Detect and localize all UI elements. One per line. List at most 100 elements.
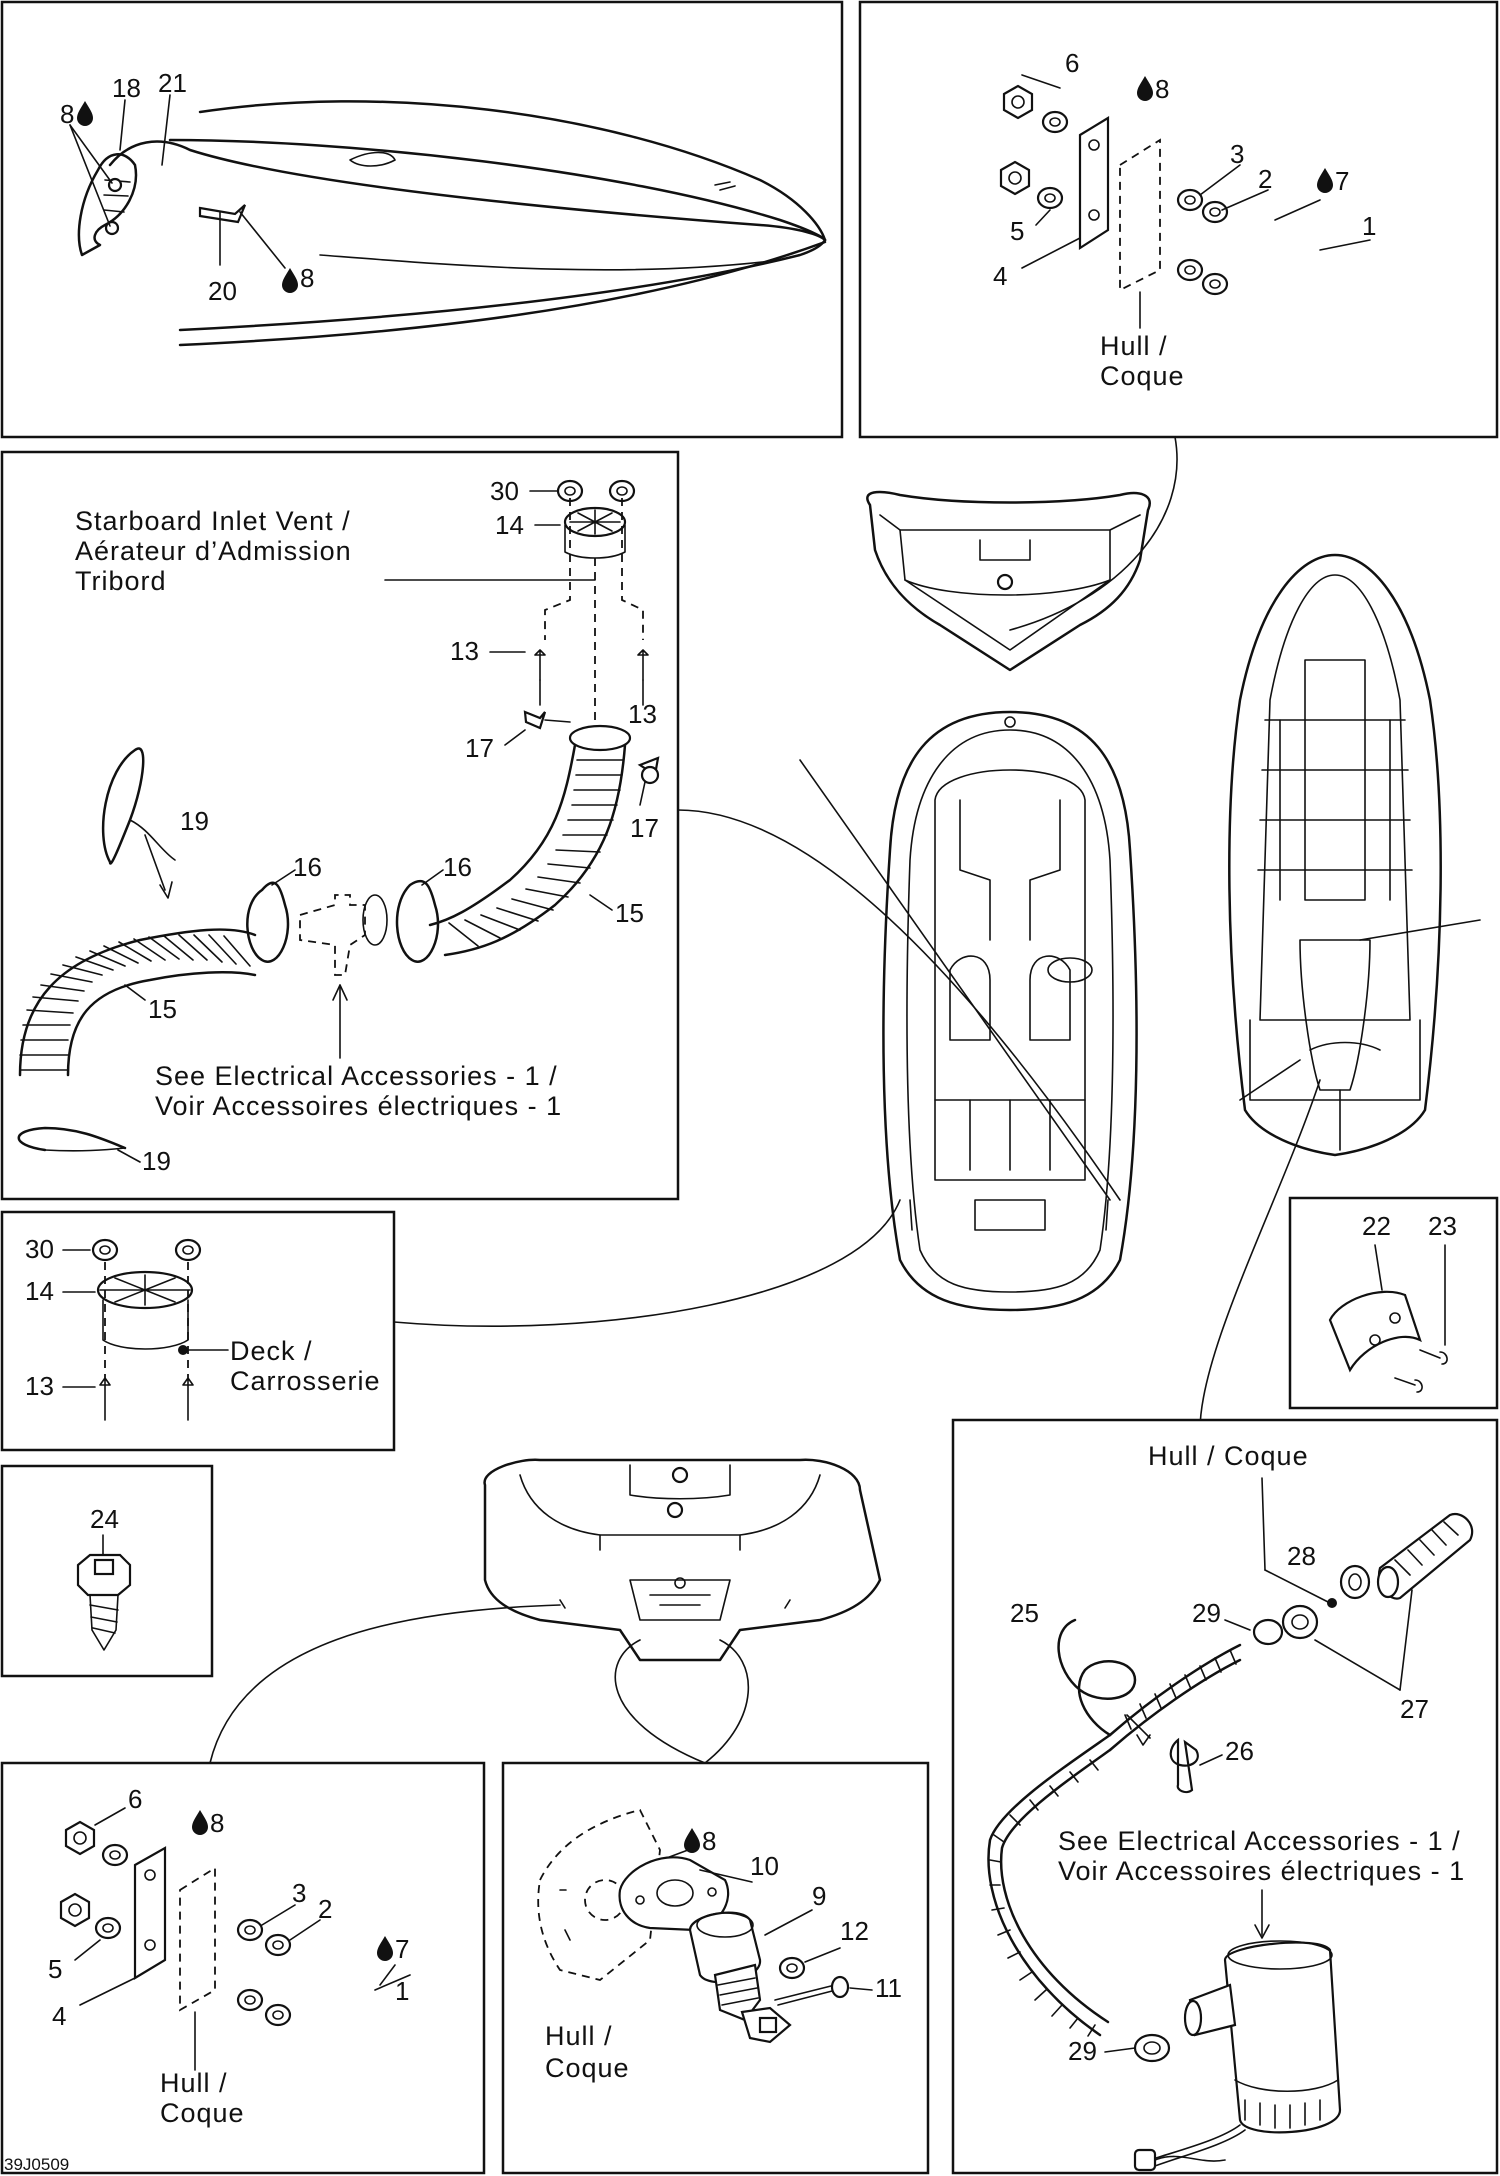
- callout-9: 9: [812, 1881, 826, 1911]
- callout-10: 10: [750, 1851, 779, 1881]
- callout-27: 27: [1400, 1694, 1429, 1724]
- callout-30: 30: [25, 1234, 54, 1264]
- callout-7: 7: [395, 1934, 409, 1964]
- callout-8: 8: [1155, 74, 1169, 104]
- callout-5: 5: [48, 1954, 62, 1984]
- washer: [1201, 272, 1229, 296]
- washer: [1176, 188, 1204, 212]
- washer: [1201, 200, 1229, 224]
- inlet-vent-label-fr2: Tribord: [75, 566, 167, 596]
- washer: [778, 1956, 806, 1980]
- washer: [94, 1916, 122, 1940]
- callout-4: 4: [52, 2001, 66, 2031]
- inlet-vent-label: Starboard Inlet Vent /: [75, 506, 351, 536]
- callout-8: 8: [60, 99, 74, 129]
- callout-13: 13: [628, 699, 657, 729]
- callout-19: 19: [180, 806, 209, 836]
- electrical-note-fr: Voir Accessoires électriques - 1: [1058, 1856, 1465, 1886]
- watercraft-top-view: [799, 710, 1138, 1312]
- washer: [1041, 110, 1069, 134]
- washer: [1036, 186, 1064, 210]
- electrical-note-fr: Voir Accessoires électriques - 1: [155, 1091, 562, 1121]
- washer: [264, 1933, 292, 1957]
- hull-label-fr: Coque: [545, 2053, 630, 2083]
- panel-drain-plug: 8 10 9 12 11 Hull / Coque: [501, 1761, 930, 2175]
- callout-5: 5: [1010, 216, 1024, 246]
- callout-22: 22: [1362, 1211, 1391, 1241]
- inlet-vent-label-fr: Aérateur d’Admission: [75, 536, 352, 566]
- callout-21: 21: [158, 68, 187, 98]
- washer: [174, 1238, 202, 1262]
- callout-6: 6: [1065, 48, 1079, 78]
- washer: [1176, 258, 1204, 282]
- callout-3: 3: [292, 1878, 306, 1908]
- callout-16: 16: [443, 852, 472, 882]
- callout-8: 8: [300, 263, 314, 293]
- washer: [236, 1988, 264, 2012]
- panel-clip: 24: [0, 1464, 214, 1678]
- callout-11: 11: [875, 1973, 902, 2003]
- washer: [236, 1918, 264, 1942]
- hull-label: Hull /: [545, 2021, 613, 2051]
- hull-label: Hull /: [1100, 331, 1168, 361]
- callout-1: 1: [395, 1976, 409, 2006]
- callout-28: 28: [1287, 1541, 1316, 1571]
- nut: [59, 1892, 91, 1928]
- panel-cover-screws: 22 23: [1288, 1196, 1499, 1410]
- leader-line: [393, 1199, 901, 1327]
- callout-3: 3: [1230, 139, 1244, 169]
- washer: [264, 2003, 292, 2027]
- callout-8: 8: [210, 1808, 224, 1838]
- hull-label: Hull /: [160, 2068, 228, 2098]
- callout-13: 13: [450, 636, 479, 666]
- callout-29: 29: [1192, 1598, 1221, 1628]
- panel-rear-eye-hardware: 6 8 3 2 7 1 5 4 Hull / Coque: [858, 0, 1499, 439]
- watercraft-stern-view: [866, 490, 1151, 672]
- callout-14: 14: [495, 510, 524, 540]
- watercraft-rear-view: [209, 1458, 882, 1764]
- callout-26: 26: [1225, 1736, 1254, 1766]
- callout-12: 12: [840, 1916, 869, 1946]
- hull-bottom-view: [1199, 553, 1481, 1431]
- callout-1: 1: [1362, 211, 1376, 241]
- panel-inlet-vent: 30 14 13 13 17 17 19: [0, 450, 680, 1201]
- callout-15: 15: [148, 994, 177, 1024]
- callout-23: 23: [1428, 1211, 1457, 1241]
- callout-19: 19: [142, 1146, 171, 1176]
- washer: [91, 1238, 119, 1262]
- callout-16: 16: [293, 852, 322, 882]
- electrical-note: See Electrical Accessories - 1 /: [1058, 1826, 1461, 1856]
- nut: [999, 160, 1031, 196]
- callout-15: 15: [615, 898, 644, 928]
- callout-7: 7: [1335, 166, 1349, 196]
- hull-label-inline: Hull / Coque: [1148, 1441, 1309, 1471]
- callout-13: 13: [25, 1371, 54, 1401]
- callout-29: 29: [1068, 2036, 1097, 2066]
- callout-20: 20: [208, 276, 237, 306]
- nut: [64, 1820, 96, 1856]
- hull-label-fr: Coque: [1100, 361, 1185, 391]
- callout-2: 2: [1258, 164, 1272, 194]
- electrical-note: See Electrical Accessories - 1 /: [155, 1061, 558, 1091]
- callout-24: 24: [90, 1504, 119, 1534]
- callout-14: 14: [25, 1276, 54, 1306]
- panel-bilge-pump: Hull / Coque 28 29 27 25 26 See Electric…: [951, 1418, 1499, 2175]
- callout-4: 4: [993, 261, 1007, 291]
- washer: [101, 1843, 129, 1867]
- deck-label: Deck /: [230, 1336, 313, 1366]
- panel-deck-vent: 30 14 13 Deck / Carrosserie: [0, 1210, 396, 1452]
- panel-bow-eye-view: 8 18 21 20 8: [0, 0, 844, 439]
- nut: [1002, 84, 1034, 120]
- callout-6: 6: [128, 1784, 142, 1814]
- callout-17: 17: [630, 813, 659, 843]
- figure-code: 39J0509: [4, 2155, 69, 2174]
- leader-line: [1009, 436, 1178, 631]
- hull-label-fr: Coque: [160, 2098, 245, 2128]
- callout-17: 17: [465, 733, 494, 763]
- callout-18: 18: [112, 73, 141, 103]
- callout-2: 2: [318, 1894, 332, 1924]
- callout-8: 8: [702, 1826, 716, 1856]
- deck-label-fr: Carrosserie: [230, 1366, 381, 1396]
- leader-line: [677, 809, 1121, 1201]
